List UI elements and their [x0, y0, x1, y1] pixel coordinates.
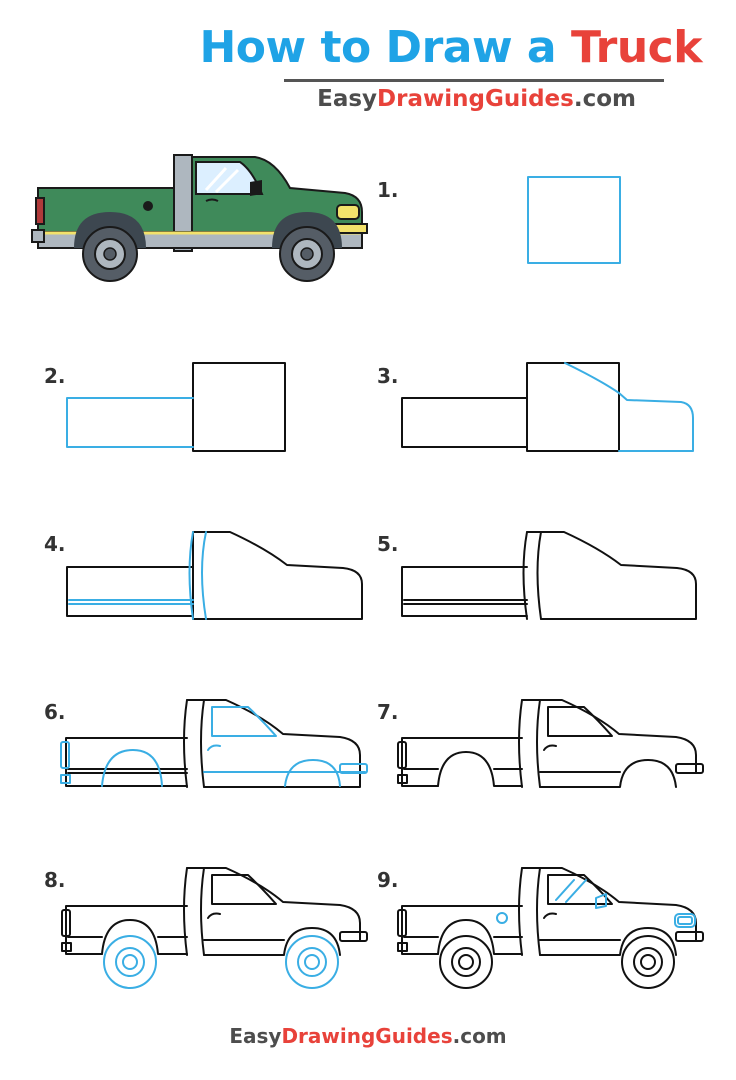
- step-5-drawing: [398, 528, 700, 625]
- front-bumper: [335, 224, 367, 233]
- title-highlight: Truck: [570, 22, 703, 73]
- step-9-front-wheel: [622, 936, 674, 988]
- brand-part-1: Easy: [317, 86, 378, 112]
- finished-truck-illustration: [30, 150, 370, 285]
- step-number-7: 7.: [377, 700, 399, 724]
- brand-part-2: DrawingGuides: [377, 86, 574, 112]
- title-divider: [284, 79, 664, 82]
- tail-light: [36, 198, 44, 224]
- step-number-5: 5.: [377, 532, 399, 556]
- footer-brand-part-3: .com: [452, 1024, 507, 1048]
- page-title: How to Draw a Truck: [0, 22, 736, 73]
- front-wheel: [280, 227, 334, 281]
- brand-part-3: .com: [573, 86, 636, 112]
- step-number-4: 4.: [44, 532, 66, 556]
- step-1-drawing: [526, 175, 626, 267]
- step-6-drawing: [60, 696, 370, 792]
- footer-brand-logo: EasyDrawingGuides.com: [0, 1024, 736, 1048]
- step-number-3: 3.: [377, 364, 399, 388]
- footer-brand-part-2: DrawingGuides: [281, 1024, 453, 1048]
- head-light: [337, 205, 359, 219]
- step-number-2: 2.: [44, 364, 66, 388]
- step-4-drawing: [62, 528, 368, 625]
- truck-pillar: [174, 155, 192, 251]
- step-9-rear-wheel: [440, 936, 492, 988]
- step-number-1: 1.: [377, 178, 399, 202]
- step-2-drawing: [62, 360, 290, 455]
- mirror: [250, 180, 262, 196]
- step-8-drawing: [60, 864, 370, 994]
- rear-wheel: [83, 227, 137, 281]
- step-8-front-wheel: [286, 936, 338, 988]
- title-text: How to Draw a: [199, 22, 571, 73]
- footer-brand-part-1: Easy: [229, 1024, 282, 1048]
- step-7-drawing: [396, 696, 706, 792]
- brand-logo: EasyDrawingGuides.com: [0, 86, 736, 112]
- step-number-8: 8.: [44, 868, 66, 892]
- step-9-drawing: [396, 864, 706, 994]
- step-8-rear-wheel: [104, 936, 156, 988]
- step-number-6: 6.: [44, 700, 66, 724]
- step-3-drawing: [398, 360, 700, 455]
- step-number-9: 9.: [377, 868, 399, 892]
- rear-bumper: [32, 230, 44, 242]
- fuel-cap: [143, 201, 153, 211]
